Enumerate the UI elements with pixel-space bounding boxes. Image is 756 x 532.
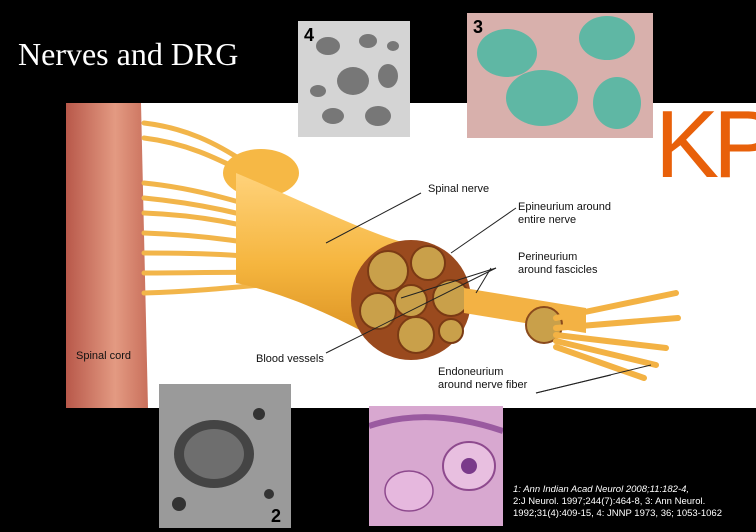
label-perineurium: Perineurium around fascicles — [518, 251, 598, 277]
reference-line: 1: Ann Indian Acad Neurol 2008;11:182-4, — [513, 484, 756, 496]
references: 1: Ann Indian Acad Neurol 2008;11:182-4,… — [513, 484, 756, 520]
photo-number: 4 — [304, 25, 314, 46]
label-spinal-nerve: Spinal nerve — [428, 183, 489, 196]
label-endoneurium: Endoneurium around nerve fiber — [438, 366, 527, 392]
nerve-illustration — [66, 103, 756, 408]
reference-line: 1992;31(4):409-15, 4: JNNP 1973, 36; 105… — [513, 508, 756, 520]
kp-watermark: KP — [655, 90, 756, 200]
micrograph-2: 2 — [159, 384, 291, 528]
photo-number: 3 — [473, 17, 483, 38]
micrograph-3: 3 — [467, 13, 653, 138]
photo-number: 2 — [271, 506, 281, 527]
micrograph-1 — [369, 406, 503, 526]
micrograph-4: 4 — [298, 21, 410, 137]
label-blood-vessels: Blood vessels — [256, 353, 324, 366]
nerve-anatomy-diagram: Spinal cord Spinal nerve Epineurium arou… — [66, 103, 756, 408]
reference-line: 2:J Neurol. 1997;244(7):464-8, 3: Ann Ne… — [513, 496, 756, 508]
label-spinal-cord: Spinal cord — [76, 350, 131, 363]
label-epineurium: Epineurium around entire nerve — [518, 201, 611, 227]
slide-title: Nerves and DRG — [18, 36, 238, 73]
